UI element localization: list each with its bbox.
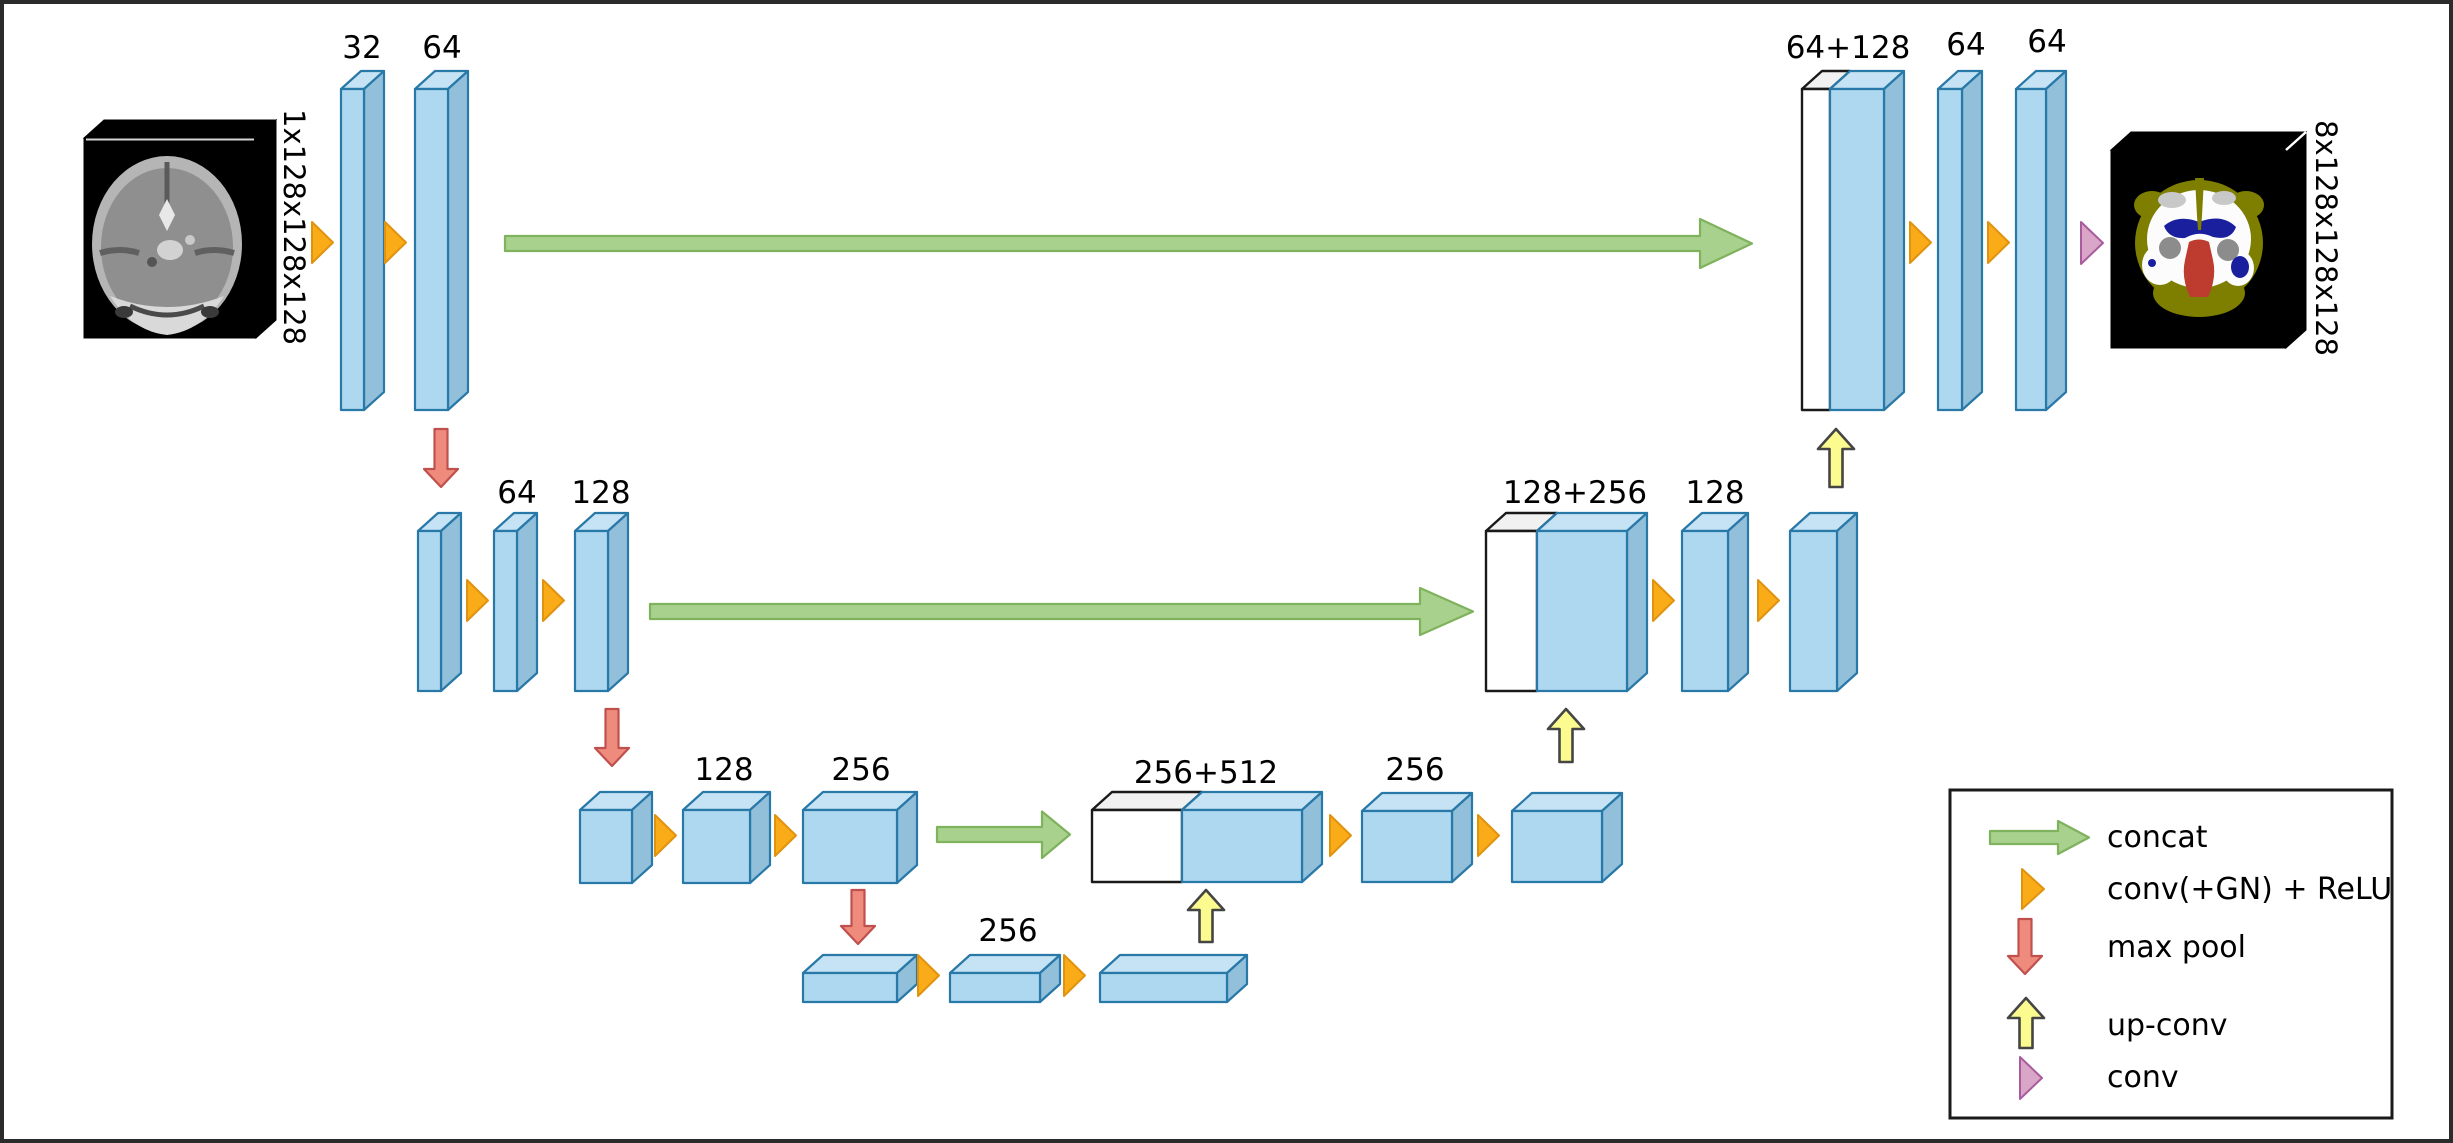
feature-map-row1-dec-64a — [1936, 69, 1984, 412]
input-mri-brain-image — [92, 156, 242, 335]
input-volume-label: 1x128x128x128 — [277, 109, 311, 345]
legend-label-up-conv: up-conv — [2107, 1008, 2228, 1043]
conv-relu-triangle-icon — [1063, 954, 1086, 997]
concat-block-row3 — [1090, 790, 1324, 884]
max-pool-arrow-row2-row3 — [593, 707, 631, 768]
feature-map-row4-256 — [948, 953, 1062, 1004]
feature-map-row2-enc-pooled — [416, 511, 463, 693]
channels-label-row1-dec-64a: 64 — [1946, 27, 1985, 63]
channels-label-row1-32: 32 — [342, 30, 381, 66]
conv-relu-triangle-icon — [1477, 814, 1500, 857]
conv-relu-triangle-icon — [384, 221, 407, 264]
concat-skip-arrow-row3 — [935, 810, 1072, 860]
channels-label-row1-64: 64 — [422, 30, 461, 66]
input-volume-side-face — [255, 118, 277, 340]
output-segmentation-image — [2134, 178, 2264, 317]
concat-skip-arrow-row2 — [648, 586, 1475, 637]
output-volume-side-face — [2285, 130, 2307, 350]
feature-map-row1-enc-32 — [339, 69, 386, 412]
up-conv-arrow-row2-row1 — [1816, 427, 1856, 489]
channels-label-row2-128: 128 — [571, 475, 630, 511]
concat-block-row2 — [1484, 511, 1649, 693]
channels-label-row2-64: 64 — [497, 475, 536, 511]
conv-relu-triangle-icon — [466, 579, 489, 622]
conv-relu-triangle-icon — [917, 954, 940, 997]
feature-map-row1-dec-64b — [2014, 69, 2068, 412]
max-pool-arrow-row1-row2 — [422, 427, 460, 489]
conv-relu-triangle-icon — [1329, 814, 1352, 857]
channels-label-row3-concat: 256+512 — [1134, 755, 1278, 791]
conv-relu-triangle-icon — [1652, 579, 1675, 622]
feature-map-row1-enc-64 — [413, 69, 470, 412]
channels-label-row1-concat: 64+128 — [1786, 30, 1911, 66]
feature-map-row2-dec-128 — [1680, 511, 1750, 693]
feature-map-row2-enc-64 — [492, 511, 539, 693]
conv-relu-triangle-icon — [654, 814, 677, 857]
output-volume-label: 8x128x128x128 — [2309, 120, 2343, 356]
output-volume: 8x128x128x128 — [2109, 120, 2343, 356]
input-volume-top-face — [82, 119, 278, 139]
conv-relu-triangle-icon — [774, 814, 797, 857]
channels-label-row3-dec-256: 256 — [1385, 752, 1444, 788]
feature-map-row3-dec-256 — [1360, 791, 1474, 884]
channels-label-row3-256: 256 — [831, 752, 890, 788]
channels-label-row2-concat: 128+256 — [1503, 475, 1647, 511]
feature-map-row2-enc-128 — [573, 511, 630, 693]
feature-map-row4-out — [1098, 953, 1249, 1004]
conv-triangle-icon — [2019, 1056, 2043, 1100]
up-conv-arrow-row4-row3 — [1186, 888, 1226, 944]
channels-label-row3-128: 128 — [694, 752, 753, 788]
up-conv-arrow-row3-row2 — [1546, 707, 1586, 764]
conv-relu-triangle-icon — [1909, 221, 1932, 264]
conv-relu-triangle-icon — [1987, 221, 2010, 264]
conv-relu-triangle-icon — [542, 579, 565, 622]
feature-map-row3-enc-256 — [801, 790, 919, 885]
conv-gn-relu-triangle-icon — [2021, 868, 2045, 910]
feature-map-row2-dec-out — [1788, 511, 1859, 693]
concat-arrow-icon — [1988, 819, 2091, 856]
output-volume-top-face — [2109, 131, 2308, 151]
input-volume: 1x128x128x128 — [82, 109, 311, 345]
feature-map-row3-dec-out — [1510, 791, 1624, 884]
feature-map-row3-enc-pooled — [578, 790, 654, 885]
feature-map-row4-pooled — [801, 953, 919, 1004]
legend-label-max-pool: max pool — [2107, 930, 2246, 965]
legend-label-concat: concat — [2107, 820, 2208, 855]
channels-label-row1-dec-64b: 64 — [2027, 24, 2066, 60]
conv-relu-triangle-icon — [311, 221, 334, 264]
max-pool-arrow-row3-row4 — [839, 888, 877, 946]
legend: concat conv(+GN) + ReLU max pool up-conv… — [1948, 788, 2394, 1120]
legend-label-conv-gn-relu: conv(+GN) + ReLU — [2107, 872, 2392, 907]
legend-label-conv: conv — [2107, 1060, 2179, 1095]
concat-skip-arrow-row1 — [503, 217, 1754, 270]
channels-label-row2-dec-128: 128 — [1685, 475, 1744, 511]
channels-label-row4-256: 256 — [978, 913, 1037, 949]
feature-map-row3-enc-128 — [681, 790, 772, 885]
concat-block-row1 — [1800, 69, 1906, 412]
max-pool-arrow-icon — [2006, 917, 2044, 976]
conv-relu-triangle-icon — [1757, 579, 1780, 622]
up-conv-arrow-icon — [2006, 996, 2046, 1050]
final-conv-triangle-icon — [2080, 221, 2104, 265]
